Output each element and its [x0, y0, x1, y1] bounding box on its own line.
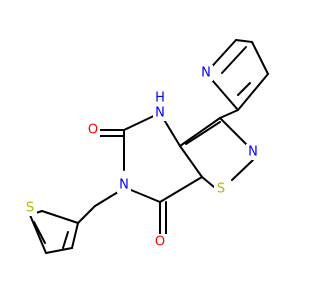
- bond-line: [219, 109, 239, 119]
- imide-nitrogen-label: N: [119, 178, 129, 193]
- bond-line: [29, 214, 47, 254]
- bond-line: [219, 117, 247, 145]
- upper-carbonyl-oxygen-label: O: [88, 123, 98, 138]
- bond-line: [251, 41, 269, 75]
- molecule-structure: N H N N S N O O S: [23, 39, 269, 254]
- bond-line: [237, 82, 251, 96]
- atom-label-layer: N H N N S N O O S: [23, 65, 260, 250]
- bond-line: [77, 205, 96, 224]
- bond-line: [45, 247, 73, 254]
- nh-nitrogen-label: N: [155, 106, 165, 121]
- pyridine-nitrogen-label: N: [201, 66, 211, 81]
- bond-layer: [29, 39, 269, 254]
- bond-line: [130, 189, 161, 203]
- bond-line: [94, 191, 119, 207]
- bond-line: [179, 145, 203, 178]
- thiophene-sulfur-label: S: [26, 201, 34, 216]
- nh-hydrogen-label: H: [155, 91, 165, 106]
- bond-line: [185, 121, 221, 145]
- bond-line: [62, 231, 69, 249]
- lower-carbonyl-oxygen-label: O: [155, 235, 165, 250]
- isothiazole-nitrogen-label: N: [248, 145, 258, 160]
- isothiazole-sulfur-label: S: [217, 182, 225, 197]
- bond-line: [235, 39, 253, 43]
- bond-line: [71, 222, 79, 249]
- bond-line: [41, 210, 79, 224]
- bond-line: [33, 221, 46, 244]
- bond-line: [237, 73, 269, 111]
- bond-line: [231, 159, 254, 181]
- bond-line: [201, 176, 215, 188]
- bond-line: [179, 117, 221, 147]
- bond-line: [221, 46, 247, 74]
- bond-line: [159, 176, 203, 203]
